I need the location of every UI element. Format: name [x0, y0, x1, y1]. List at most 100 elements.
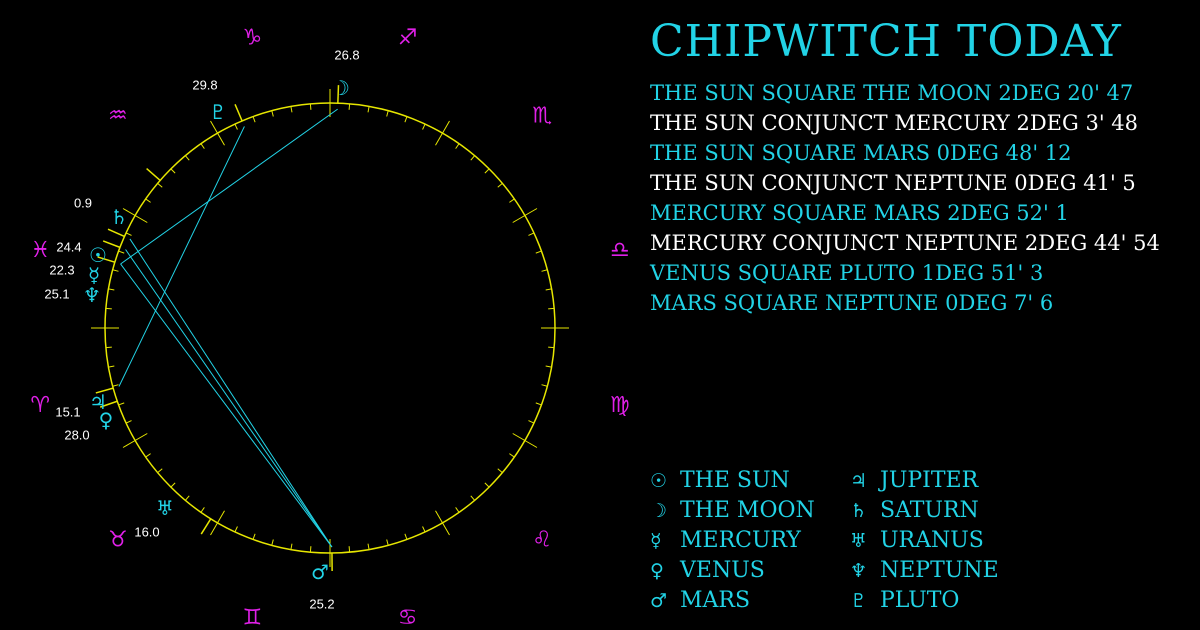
ring-tick — [484, 482, 490, 488]
planet-degree-label: 29.8 — [192, 78, 217, 93]
ring-tick — [386, 539, 389, 546]
ring-tick — [422, 526, 426, 533]
cancer-icon: ♋ — [398, 605, 418, 630]
ring-tick — [271, 110, 274, 117]
ring-tick — [112, 384, 119, 387]
capricorn-icon: ♑ — [242, 26, 262, 51]
ring-tick — [112, 269, 119, 272]
ring-tick — [509, 453, 515, 458]
legend-label: VENUS — [680, 558, 765, 583]
sun-icon: ☉ — [89, 243, 107, 267]
ring-tick — [535, 402, 542, 406]
ring-tick — [386, 110, 389, 117]
ring-tick — [145, 453, 151, 458]
planet-degree-label: 25.1 — [44, 287, 69, 302]
planet-degree-label: 24.4 — [56, 240, 81, 255]
aries-icon: ♈ — [30, 393, 50, 418]
legend-item: ♂ MARS — [650, 586, 750, 616]
aspect-item: THE SUN SQUARE MARS 0DEG 48' 12 — [650, 141, 1072, 165]
ring-tick — [234, 123, 238, 130]
ring-tick — [309, 103, 312, 110]
planet-rim-tick — [146, 168, 161, 181]
pluto-icon: ♇ — [209, 100, 227, 124]
mars-icon: ♂ — [650, 590, 668, 612]
ring-tick — [184, 155, 190, 161]
aspect-item: THE SUN SQUARE THE MOON 2DEG 20' 47 — [650, 81, 1134, 105]
legend-label: MARS — [680, 588, 751, 613]
neptune-icon: ♆ — [850, 560, 868, 582]
aquarius-icon: ♒ — [108, 103, 128, 128]
mercury-icon: ☿ — [88, 263, 100, 287]
ring-tick — [497, 182, 503, 188]
ring-tick — [118, 402, 125, 406]
moon-icon: ☽ — [332, 76, 350, 100]
ring-tick — [470, 155, 476, 161]
ring-tick — [290, 543, 293, 550]
aspect-item: THE SUN CONJUNCT NEPTUNE 0DEG 41' 5 — [650, 171, 1136, 195]
pisces-icon: ♓ — [30, 238, 50, 263]
ring-tick — [404, 533, 408, 540]
legend-item: ☽ THE MOON — [650, 496, 815, 526]
planet-rim-tick — [99, 400, 118, 408]
virgo-icon: ♍ — [610, 393, 630, 418]
ring-tick — [184, 495, 190, 501]
aspect-line-neptune-mars — [129, 238, 333, 548]
ring-tick — [541, 269, 548, 272]
ring-tick — [528, 232, 535, 236]
ring-tick — [545, 365, 552, 368]
ring-tick — [348, 103, 351, 110]
ring-tick — [157, 468, 163, 474]
ring-tick — [125, 420, 132, 424]
ring-tick — [200, 507, 205, 513]
aspect-line-venus-pluto — [118, 126, 245, 387]
ring-tick — [170, 168, 176, 174]
planet-legend: ☉THE SUN ☽ THE MOON ☿MERCURY ♀ VENUS ♂ MARS… — [650, 466, 1050, 616]
aspect-item: MERCURY CONJUNCT NEPTUNE 2DEG 44' 54 — [650, 231, 1160, 255]
sun-icon: ☉ — [650, 470, 668, 492]
legend-label: URANUS — [880, 528, 984, 553]
venus-icon: ♀ — [99, 408, 114, 432]
ring-tick — [125, 232, 132, 236]
planet-rim-tick — [97, 256, 116, 263]
legend-item: ☿MERCURY — [650, 526, 801, 556]
ring-tick — [108, 288, 115, 291]
zodiac-signs: ♈♉♊♋♌♍♎♏♐♑♒♓ — [30, 26, 629, 630]
planet-degree-label: 0.9 — [74, 196, 92, 211]
venus-icon: ♀ — [650, 560, 664, 582]
planet-rim-tick — [107, 228, 125, 238]
ring-tick — [170, 482, 176, 488]
planet-rim-tick — [102, 240, 121, 249]
legend-label: SATURN — [880, 498, 979, 523]
legend-item: ☉THE SUN — [650, 466, 790, 496]
ring-tick — [157, 182, 163, 188]
legend-label: MERCURY — [680, 528, 801, 553]
mars-icon: ♂ — [311, 560, 329, 584]
ring-tick — [470, 495, 476, 501]
aspect-item: THE SUN CONJUNCT MERCURY 2DEG 3' 48 — [650, 111, 1138, 135]
libra-icon: ♎ — [610, 238, 630, 263]
ring-tick — [271, 539, 274, 546]
aspect-line-mercury-mars — [125, 249, 333, 548]
uranus-icon: ♅ — [850, 530, 868, 552]
planet-degree-label: 15.1 — [55, 405, 80, 420]
ring-tick — [252, 116, 256, 123]
ring-tick — [541, 384, 548, 387]
taurus-icon: ♉ — [108, 528, 128, 553]
scorpio-icon: ♏ — [532, 103, 552, 128]
ring-tick — [348, 546, 351, 553]
saturn-icon: ♄ — [110, 205, 128, 229]
legend-label: JUPITER — [880, 468, 979, 493]
legend-item: ♆NEPTUNE — [850, 556, 999, 586]
ring-tick — [422, 123, 426, 130]
legend-label: THE MOON — [680, 498, 815, 523]
ring-tick — [484, 168, 490, 174]
moon-icon: ☽ — [650, 500, 668, 522]
planet-degree-label: 28.0 — [64, 428, 89, 443]
sagittarius-icon: ♐ — [398, 26, 418, 51]
ring-tick — [105, 346, 112, 349]
ring-tick — [548, 307, 555, 310]
ring-tick — [118, 250, 125, 254]
ring-tick — [535, 250, 542, 254]
legend-item: ♀ VENUS — [650, 556, 765, 586]
legend-item: ♇PLUTO — [850, 586, 959, 616]
